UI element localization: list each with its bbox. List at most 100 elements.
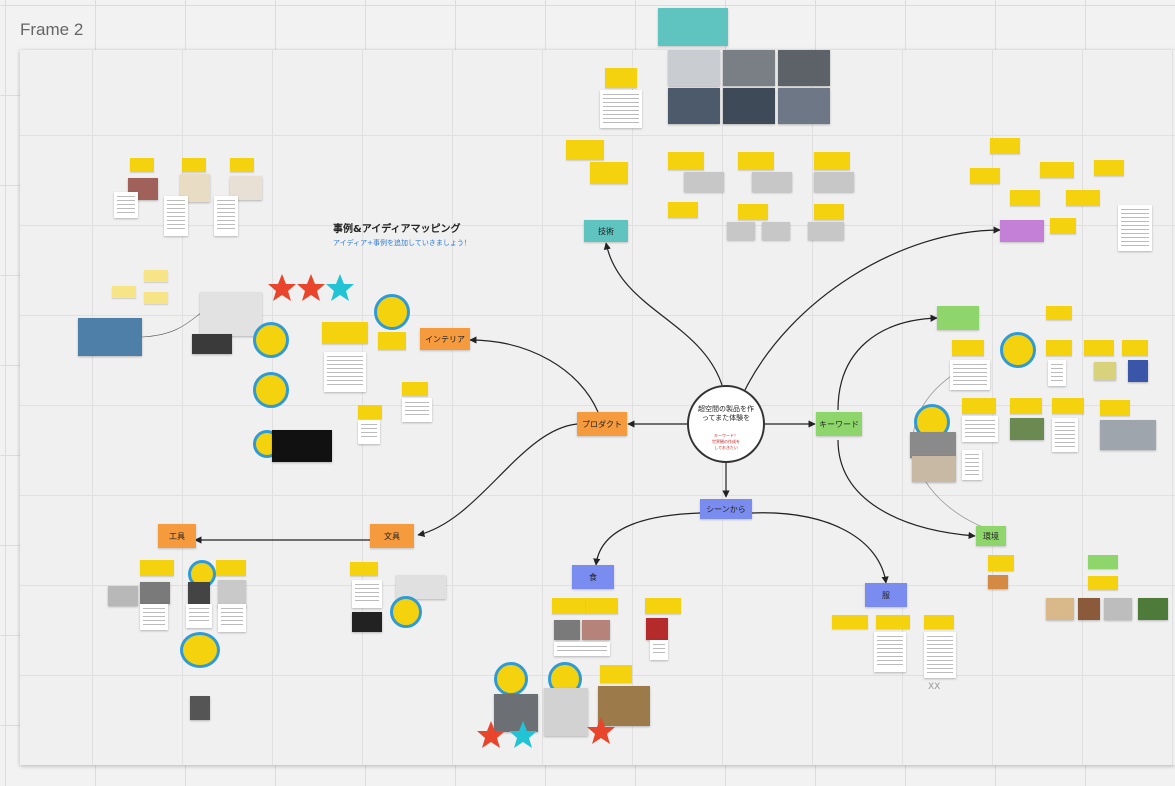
idea-circle[interactable]	[253, 372, 289, 408]
sticky-note[interactable]	[358, 405, 382, 419]
sticky-note[interactable]	[552, 598, 586, 614]
photo[interactable]	[272, 430, 332, 462]
doc-thumbnail[interactable]	[1118, 205, 1152, 251]
sticky-note[interactable]	[1088, 576, 1118, 590]
photo[interactable]	[188, 582, 210, 604]
doc-thumbnail[interactable]	[874, 632, 906, 672]
mindmap-subheading[interactable]: アイディア+事例を追加していきましょう！	[333, 239, 471, 247]
doc-thumbnail[interactable]	[164, 196, 188, 236]
doc-thumbnail[interactable]	[186, 604, 212, 628]
doc-thumbnail[interactable]	[924, 632, 956, 678]
photo-tech-1[interactable]	[668, 50, 720, 86]
sticky-note[interactable]	[814, 152, 850, 170]
sticky-note[interactable]	[1084, 340, 1114, 356]
idea-circle[interactable]	[1000, 332, 1036, 368]
teal-star-icon[interactable]	[508, 720, 538, 750]
sticky-note[interactable]	[924, 615, 954, 629]
sticky-note[interactable]	[1010, 190, 1040, 206]
photo-tech-6[interactable]	[778, 88, 830, 124]
photo[interactable]	[200, 292, 262, 336]
sticky-note[interactable]	[1066, 190, 1100, 206]
sticky-note[interactable]	[1122, 340, 1148, 356]
doc-thumbnail[interactable]	[950, 360, 990, 390]
frame-title[interactable]: Frame 2	[20, 20, 84, 39]
mindmap-heading[interactable]: 事例&アイディアマッピング	[333, 224, 461, 235]
sticky-note[interactable]	[1088, 555, 1118, 569]
sticky-note[interactable]	[832, 615, 868, 629]
sticky-note[interactable]	[738, 204, 768, 220]
node-green-top[interactable]	[937, 306, 979, 330]
sticky-note[interactable]	[668, 202, 698, 218]
photo[interactable]	[78, 318, 142, 356]
red-star-icon[interactable]	[267, 273, 297, 303]
node-tools[interactable]: 工具	[158, 524, 196, 548]
mystery-mark[interactable]: XX	[928, 682, 941, 692]
photo[interactable]	[1010, 418, 1044, 440]
node-scene[interactable]: シーンから	[700, 499, 752, 519]
photo[interactable]	[1138, 598, 1168, 620]
photo[interactable]	[1128, 360, 1148, 382]
doc-thumbnail[interactable]	[1052, 418, 1078, 452]
node-clothing[interactable]: 服	[865, 583, 907, 607]
sticky-note[interactable]	[988, 555, 1014, 571]
sticky-note[interactable]	[1094, 160, 1124, 176]
sticky-note[interactable]	[1052, 398, 1084, 414]
idea-circle[interactable]	[390, 596, 422, 628]
sticky-note[interactable]	[952, 340, 984, 356]
placeholder-image[interactable]	[814, 172, 854, 192]
doc-thumbnail[interactable]	[358, 420, 380, 444]
doc-thumbnail[interactable]	[962, 450, 982, 480]
photo[interactable]	[192, 334, 232, 354]
idea-circle[interactable]	[253, 322, 289, 358]
sticky-note[interactable]	[1010, 398, 1042, 414]
doc-thumbnail[interactable]	[218, 604, 246, 632]
photo[interactable]	[396, 575, 446, 599]
node-stationery[interactable]: 文具	[370, 524, 414, 548]
sticky-note[interactable]	[140, 560, 174, 576]
photo[interactable]	[218, 580, 246, 608]
sticky-note[interactable]	[645, 598, 681, 614]
sticky-note[interactable]	[970, 168, 1000, 184]
doc-thumbnail[interactable]	[352, 580, 382, 608]
photo[interactable]	[988, 575, 1008, 589]
sticky-note[interactable]	[1046, 340, 1072, 356]
sticky-note[interactable]	[112, 286, 136, 298]
doc-thumbnail[interactable]	[114, 192, 138, 218]
idea-circle[interactable]	[374, 294, 410, 330]
sticky-note[interactable]	[814, 204, 844, 220]
doc-thumbnail[interactable]	[214, 196, 238, 236]
photo[interactable]	[910, 432, 956, 458]
doc-thumbnail[interactable]	[1048, 360, 1066, 386]
photo[interactable]	[582, 620, 610, 640]
sticky-note[interactable]	[144, 292, 168, 304]
sticky-note[interactable]	[182, 158, 206, 172]
photo[interactable]	[912, 456, 956, 482]
photo[interactable]	[352, 612, 382, 632]
doc-thumbnail[interactable]	[140, 604, 168, 630]
photo[interactable]	[544, 688, 588, 736]
photo[interactable]	[646, 618, 668, 640]
photo[interactable]	[1046, 598, 1074, 620]
sticky-note[interactable]	[962, 398, 996, 414]
sticky-note[interactable]	[130, 158, 154, 172]
photo[interactable]	[190, 696, 210, 720]
idea-circle[interactable]	[180, 632, 220, 668]
sticky-note[interactable]	[230, 158, 254, 172]
idea-circle[interactable]	[494, 662, 528, 696]
center-node[interactable]: 超空間の製品を作ってまた体験を キーワード！ 世界観の作成を しておきたい	[687, 385, 765, 463]
photo-tech-4[interactable]	[668, 88, 720, 124]
sticky-note[interactable]	[590, 162, 628, 184]
sticky-note[interactable]	[1050, 218, 1076, 234]
photo[interactable]	[1078, 598, 1100, 620]
photo-tech-5[interactable]	[723, 88, 775, 124]
teal-note[interactable]	[658, 8, 728, 46]
node-service[interactable]	[1000, 220, 1044, 242]
photo[interactable]	[554, 620, 580, 640]
node-tech[interactable]: 技術	[584, 220, 628, 242]
sticky-note[interactable]	[876, 615, 910, 629]
sticky-note[interactable]	[1100, 400, 1130, 416]
node-interior[interactable]: インテリア	[420, 328, 470, 350]
photo-tech-2[interactable]	[723, 50, 775, 86]
photo[interactable]	[494, 694, 538, 732]
sticky-note[interactable]	[1040, 162, 1074, 178]
